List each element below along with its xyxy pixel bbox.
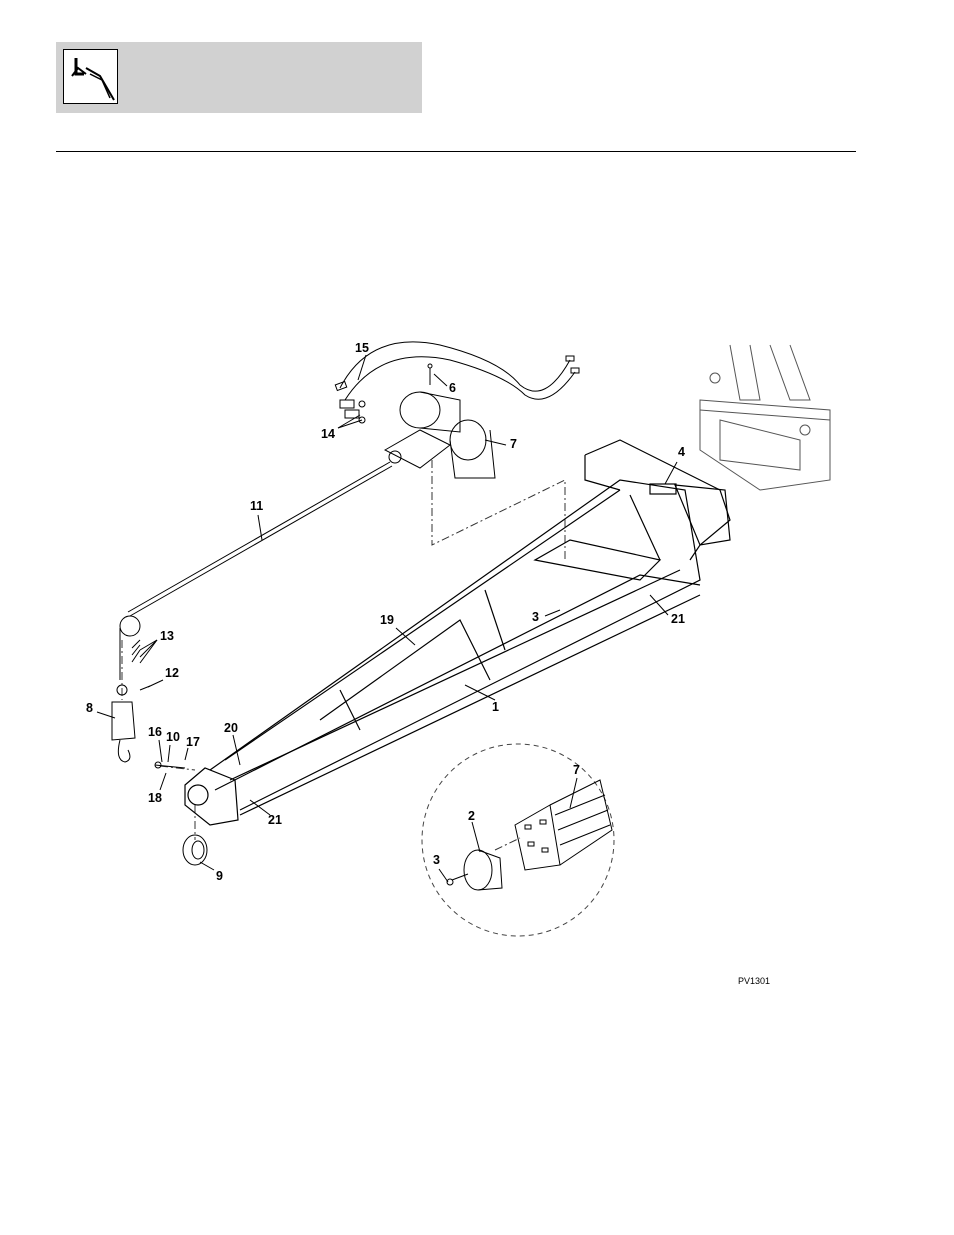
header-rule	[56, 151, 856, 152]
callout-4: 4	[678, 445, 685, 459]
hydraulic-hoses	[334, 341, 580, 401]
center-lines	[121, 460, 566, 851]
callout-2: 2	[468, 809, 475, 823]
callout-3b: 3	[433, 853, 440, 867]
callout-21: 21	[671, 612, 685, 626]
callout-11: 11	[250, 499, 263, 513]
attachment-mount	[699, 344, 831, 491]
figure-code: PV1301	[738, 976, 771, 986]
callout-8: 8	[86, 701, 93, 715]
boom-section-icon	[63, 49, 118, 104]
sheave-wheel	[182, 834, 208, 866]
section-header-box	[56, 42, 422, 113]
callout-12: 12	[165, 666, 179, 680]
hose-fittings	[339, 363, 433, 424]
callout-labels: 15 6 14 7 4 11 3 21 19 13 12 1 8 20 16 1…	[86, 341, 685, 883]
callout-13: 13	[160, 629, 174, 643]
callout-17: 17	[186, 735, 200, 749]
callout-18: 18	[148, 791, 162, 805]
detail-view	[421, 743, 615, 937]
callout-19: 19	[380, 613, 394, 627]
callout-14: 14	[321, 427, 335, 441]
callout-10: 10	[166, 730, 180, 744]
callout-15: 15	[355, 341, 369, 355]
callout-21b: 21	[268, 813, 282, 827]
callout-7b: 7	[573, 763, 580, 777]
callout-6: 6	[449, 381, 456, 395]
callout-3: 3	[532, 610, 539, 624]
callout-7: 7	[510, 437, 517, 451]
callout-20: 20	[224, 721, 238, 735]
callout-1: 1	[492, 700, 499, 714]
winch-cable	[119, 461, 393, 680]
callout-9: 9	[216, 869, 223, 883]
hook-block	[111, 684, 136, 763]
winch-assembly	[383, 391, 496, 479]
boom-frame	[184, 439, 731, 826]
callout-16: 16	[148, 725, 162, 739]
pins-and-fasteners	[131, 639, 186, 769]
leader-lines	[96, 354, 678, 883]
